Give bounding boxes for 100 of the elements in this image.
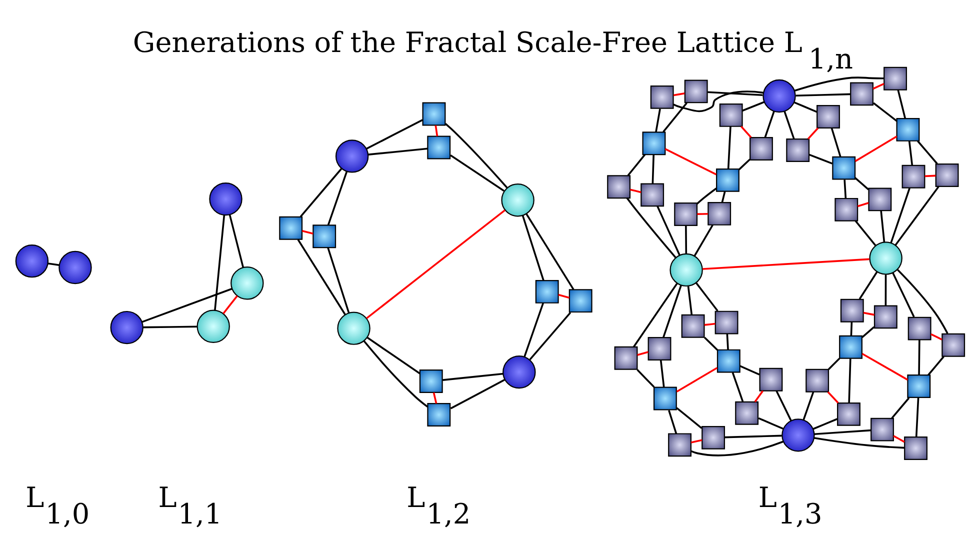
- connector: [142, 288, 232, 323]
- node-box: [312, 224, 336, 248]
- connector: [652, 154, 655, 184]
- node-box: [568, 289, 592, 313]
- connector: [764, 111, 775, 138]
- node-box: [735, 401, 759, 425]
- node-box: [832, 156, 856, 180]
- node-box: [642, 132, 666, 156]
- connector: [891, 397, 910, 419]
- node-box: [535, 280, 559, 304]
- node-box: [902, 164, 926, 188]
- connector: [656, 206, 680, 256]
- node-circle: [502, 355, 536, 389]
- connector: [366, 209, 506, 320]
- node-circle: [762, 79, 796, 113]
- connector: [794, 101, 818, 113]
- node-box: [750, 137, 773, 160]
- node-circle: [501, 184, 534, 217]
- connector: [664, 148, 717, 176]
- connector: [450, 154, 504, 192]
- connector: [696, 282, 718, 312]
- connector: [366, 119, 423, 150]
- node-box: [714, 310, 738, 334]
- connector: [529, 312, 572, 360]
- connector: [884, 274, 887, 306]
- node-circle: [110, 310, 144, 344]
- connector: [784, 111, 795, 140]
- connector: [880, 210, 886, 242]
- node-box: [868, 188, 892, 212]
- connector: [858, 272, 878, 300]
- connector: [854, 136, 898, 162]
- node-box: [908, 316, 932, 340]
- connector: [558, 294, 570, 299]
- connector: [704, 322, 716, 326]
- connector: [662, 102, 688, 132]
- connector: [637, 351, 648, 356]
- connector: [708, 91, 763, 96]
- connector: [300, 168, 342, 218]
- connector: [690, 439, 702, 444]
- node-box: [834, 198, 858, 222]
- node-circle: [196, 310, 230, 343]
- connector: [854, 177, 870, 190]
- node-box: [702, 426, 725, 450]
- node-box: [837, 402, 860, 426]
- connector: [740, 365, 760, 376]
- connector: [630, 188, 642, 194]
- connector: [897, 90, 906, 119]
- node-box: [419, 370, 443, 393]
- connector: [893, 435, 905, 443]
- connector: [222, 295, 238, 314]
- connector: [872, 82, 884, 90]
- connector: [366, 336, 420, 374]
- connector: [844, 180, 847, 198]
- connector: [830, 128, 842, 157]
- node-box: [806, 368, 830, 392]
- node-box: [716, 168, 740, 192]
- connector: [918, 340, 920, 375]
- connector: [432, 392, 438, 404]
- connector: [808, 154, 833, 164]
- node-box: [874, 305, 898, 329]
- connector: [632, 283, 678, 348]
- node-circle: [209, 182, 242, 216]
- node-box: [668, 433, 692, 457]
- node-box: [427, 403, 451, 426]
- connector: [727, 126, 732, 169]
- node-circle: [337, 312, 370, 345]
- connector: [917, 140, 938, 164]
- node-circle: [782, 418, 815, 452]
- connector: [857, 202, 869, 208]
- node-box: [896, 118, 920, 142]
- connector: [702, 258, 870, 270]
- node-circle: [335, 140, 369, 173]
- connector: [908, 140, 914, 166]
- node-box: [653, 386, 677, 410]
- connector: [732, 372, 744, 402]
- connector: [687, 286, 693, 315]
- connector: [863, 312, 874, 316]
- connector: [444, 122, 508, 188]
- connector: [673, 92, 685, 96]
- connector: [327, 247, 350, 313]
- connector: [636, 369, 655, 388]
- connector: [862, 326, 875, 338]
- connector: [924, 174, 936, 178]
- connector: [676, 407, 702, 429]
- node-box: [674, 202, 698, 226]
- connector: [685, 226, 688, 254]
- connector: [892, 272, 915, 318]
- connector: [704, 336, 718, 351]
- node-box: [607, 175, 631, 199]
- connector: [442, 372, 504, 381]
- connector: [697, 213, 708, 215]
- node-circle: [869, 242, 902, 275]
- node-box: [422, 102, 446, 126]
- connector: [662, 285, 682, 338]
- connector: [872, 102, 898, 122]
- connector: [848, 358, 852, 403]
- connector: [742, 101, 765, 112]
- connector: [802, 392, 814, 420]
- connector: [854, 220, 876, 246]
- node-box: [942, 333, 966, 357]
